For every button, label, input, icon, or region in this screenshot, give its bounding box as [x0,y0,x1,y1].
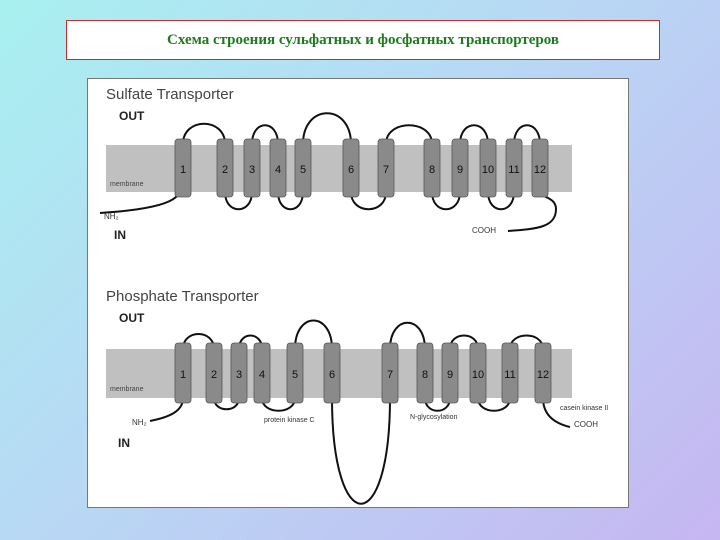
phosphate-helix-number: 7 [387,369,393,381]
sulfate-out-label: OUT [119,109,145,123]
sulfate-transporter-diagram: Sulfate Transporter OUT membrane [100,86,572,242]
sulfate-helix-number: 7 [383,164,389,176]
sulfate-n-terminus: NH₂ [104,212,119,221]
phosphate-helix-number: 11 [504,369,515,381]
slide-title-box: Схема строения сульфатных и фосфатных тр… [66,20,660,60]
phosphate-membrane-label: membrane [110,386,144,393]
sulfate-title: Sulfate Transporter [106,86,234,103]
phosphate-out-label: OUT [119,311,145,325]
sulfate-helix-number: 9 [457,164,463,176]
sulfate-n-tail [100,192,183,213]
phosphate-in-label: IN [118,436,130,450]
sulfate-helix-number: 10 [482,164,494,176]
sulfate-in-label: IN [114,228,126,242]
sulfate-helix-number: 2 [222,164,228,176]
phosphate-helix-number: 6 [329,369,335,381]
sulfate-helix-number: 8 [429,164,435,176]
slide-title: Схема строения сульфатных и фосфатных тр… [167,32,559,49]
sulfate-helix-number: 11 [508,164,519,176]
sulfate-helix-number: 6 [348,164,354,176]
sulfate-helix-number: 12 [534,164,546,176]
figure-svg: Sulfate Transporter OUT membrane [88,79,628,507]
phosphate-title: Phosphate Transporter [106,288,259,305]
phosphate-helix-number: 2 [211,369,217,381]
casein-kinase-ii-annotation: casein kinase II [560,405,608,412]
phosphate-c-terminus: COOH [574,420,598,429]
sulfate-helix-number: 5 [300,164,306,176]
transporter-figure: Sulfate Transporter OUT membrane [87,78,629,508]
phosphate-helix-number: 8 [422,369,428,381]
phosphate-helix-number: 5 [292,369,298,381]
phosphate-loop-6-7 [332,398,390,504]
phosphate-n-terminus: NH₂ [132,418,147,427]
phosphate-helix-number: 4 [259,369,265,381]
phosphate-helix-number: 12 [537,369,549,381]
sulfate-helix-number: 3 [249,164,255,176]
sulfate-c-terminus: COOH [472,226,496,235]
phosphate-transporter-diagram: Phosphate Transporter OUT membrane [106,288,608,504]
phosphate-helix-number: 3 [236,369,242,381]
phosphate-helix-number: 9 [447,369,453,381]
sulfate-helix-number: 1 [180,164,186,176]
sulfate-c-tail [508,192,556,231]
sulfate-helix-number: 4 [275,164,281,176]
n-glycosylation-annotation: N-glycosylation [410,414,458,421]
sulfate-membrane-label: membrane [110,181,144,188]
phosphate-helix-number: 1 [180,369,186,381]
protein-kinase-c-annotation: protein kinase C [264,417,315,424]
phosphate-helix-number: 10 [472,369,484,381]
